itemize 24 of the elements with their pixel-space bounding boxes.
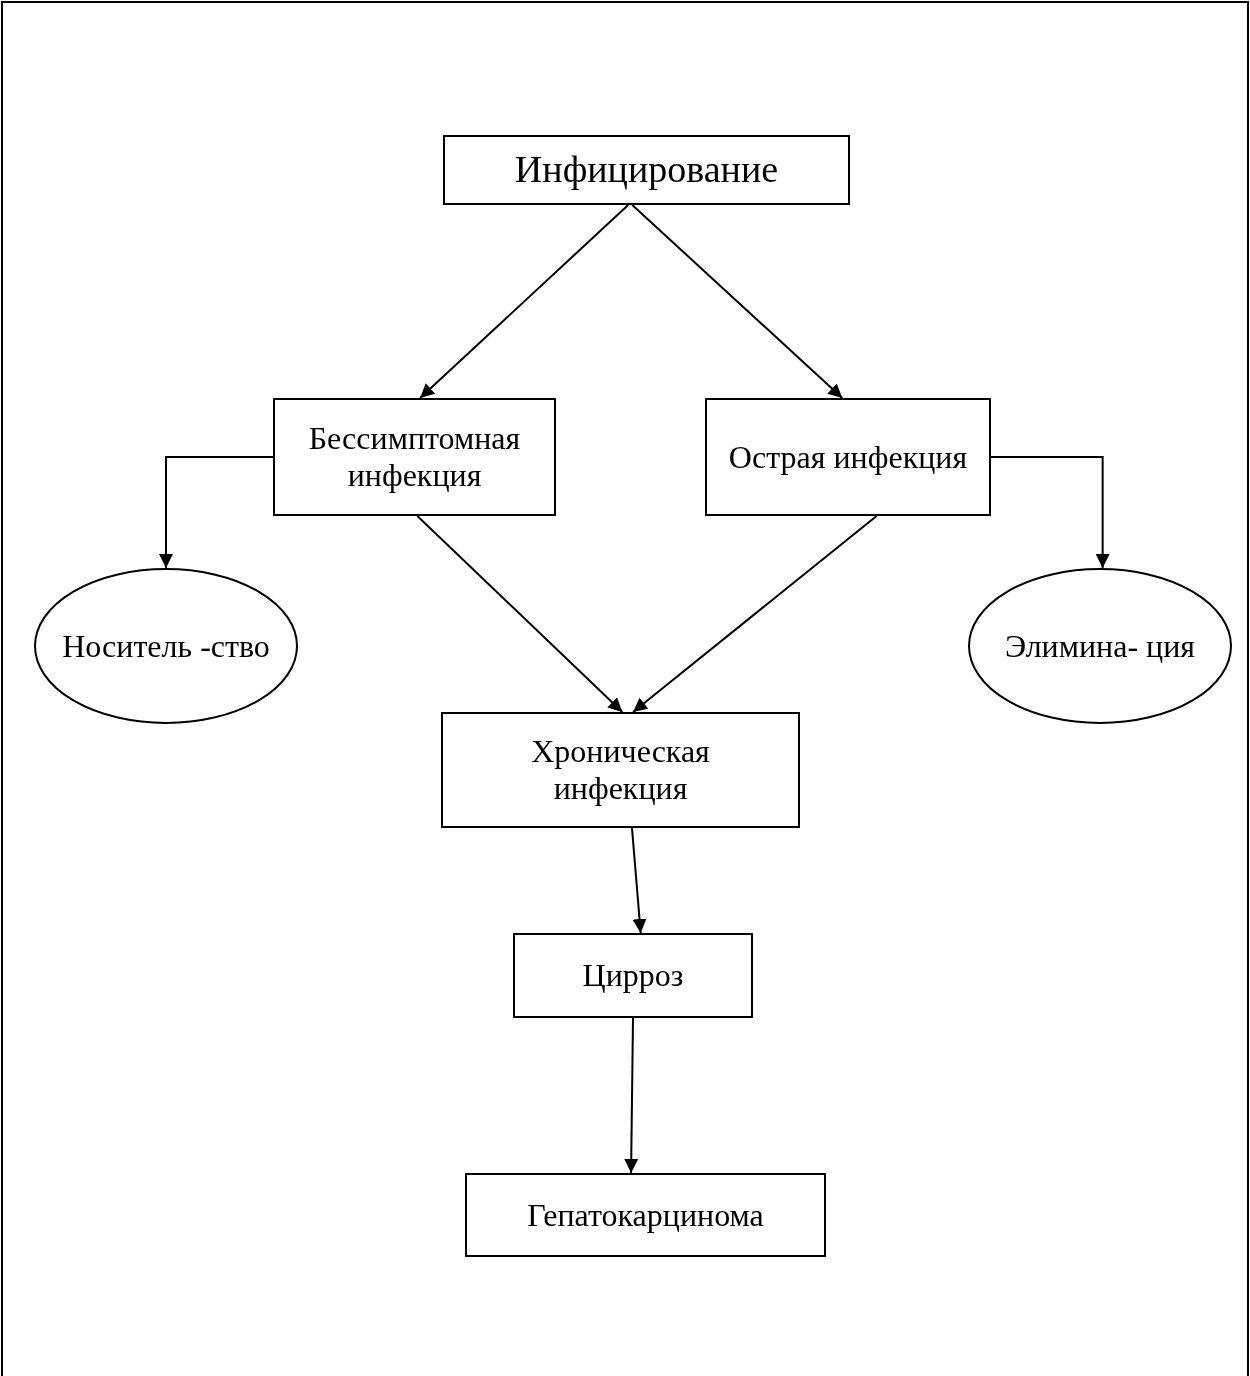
outcome-ellipse <box>34 568 298 724</box>
process-box <box>441 712 800 828</box>
process-box <box>443 135 850 205</box>
node-label: Цирроз <box>581 957 685 994</box>
process-box <box>273 398 556 516</box>
node-label: Элимина- ция <box>1003 627 1197 665</box>
arrow <box>631 204 844 399</box>
node-label: Инфицирование <box>513 148 780 192</box>
arrow <box>624 1017 639 1174</box>
arrow <box>416 515 624 713</box>
process-box <box>513 933 753 1018</box>
outcome-ellipse <box>968 568 1232 724</box>
process-box <box>705 398 991 516</box>
node-label: Хроническая инфекция <box>530 733 711 807</box>
arrow <box>990 456 1110 569</box>
process-box <box>465 1173 826 1257</box>
node-label: Бессимптомная инфекция <box>307 420 522 494</box>
arrow <box>631 827 647 934</box>
arrow <box>632 515 878 713</box>
arrow <box>419 204 630 399</box>
node-label: Носитель -ство <box>61 627 271 665</box>
arrow <box>159 456 274 569</box>
node-label: Гепатокарцинома <box>526 1196 765 1234</box>
node-label: Острая инфекция <box>727 438 969 476</box>
